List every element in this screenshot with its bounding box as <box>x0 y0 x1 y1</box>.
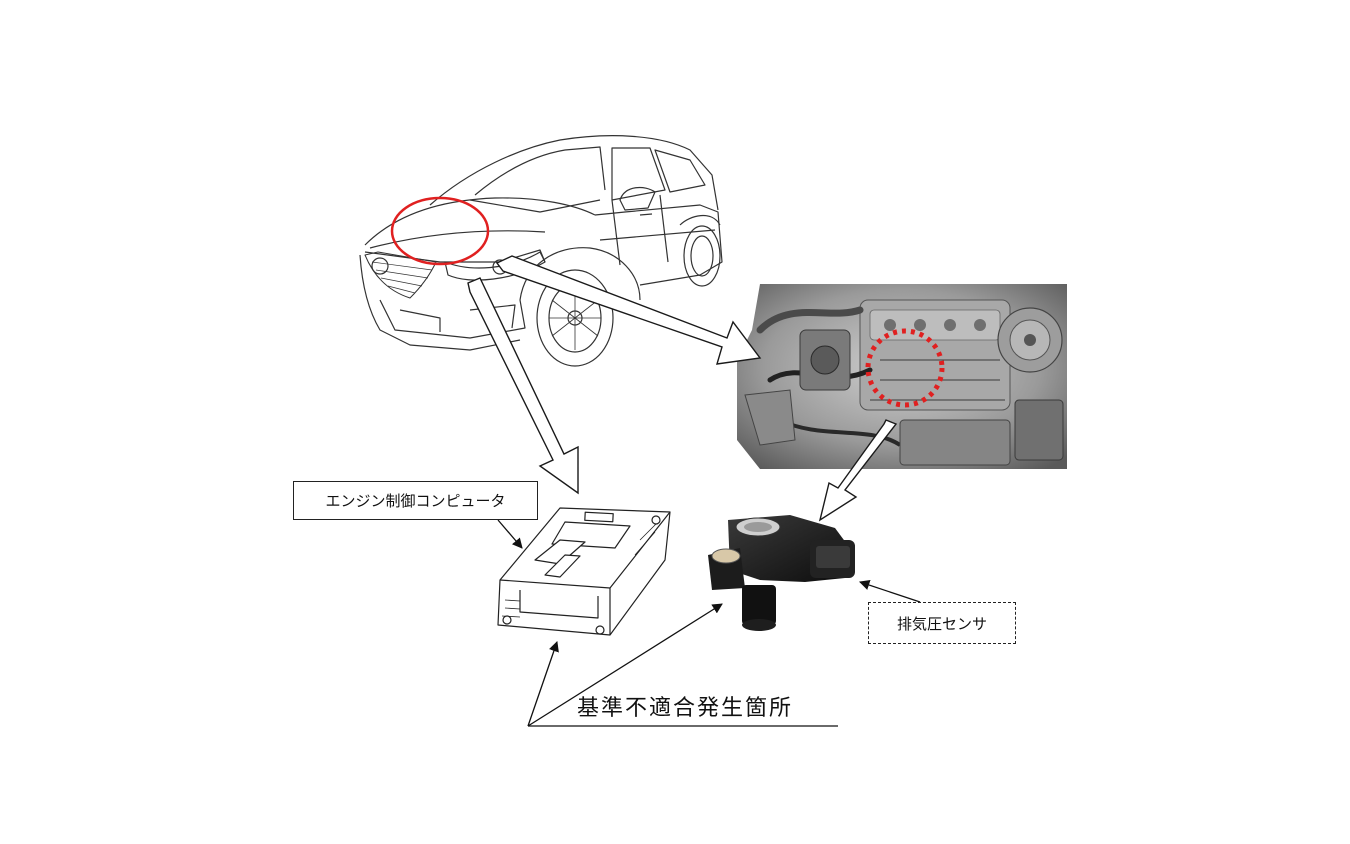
arrow-to-engine <box>495 255 762 365</box>
sensor-location-highlight <box>865 328 945 408</box>
sensor-label-text: 排気圧センサ <box>896 614 987 633</box>
sensor-illustration <box>708 515 855 631</box>
pointer-to-ecu <box>527 641 559 727</box>
car-illustration <box>359 135 723 367</box>
engine-photo <box>737 284 1067 469</box>
sensor-label: 排気圧センサ <box>868 602 1016 644</box>
arrow-to-ecu <box>467 277 579 495</box>
defect-location-caption: 基準不適合発生箇所 <box>577 690 837 724</box>
ecu-label: エンジン制御コンピュータ <box>293 481 538 520</box>
ecu-illustration <box>497 507 671 636</box>
caption-text: 基準不適合発生箇所 <box>577 696 794 721</box>
ecu-label-pointer <box>497 519 523 549</box>
hood-highlight-ellipse <box>390 196 490 266</box>
pointer-to-sensor <box>527 603 723 727</box>
ecu-label-text: エンジン制御コンピュータ <box>325 492 506 510</box>
arrow-to-sensor <box>818 419 898 522</box>
sensor-label-pointer <box>859 580 921 603</box>
pointer-arrows <box>497 519 921 727</box>
callout-arrows <box>467 255 898 522</box>
